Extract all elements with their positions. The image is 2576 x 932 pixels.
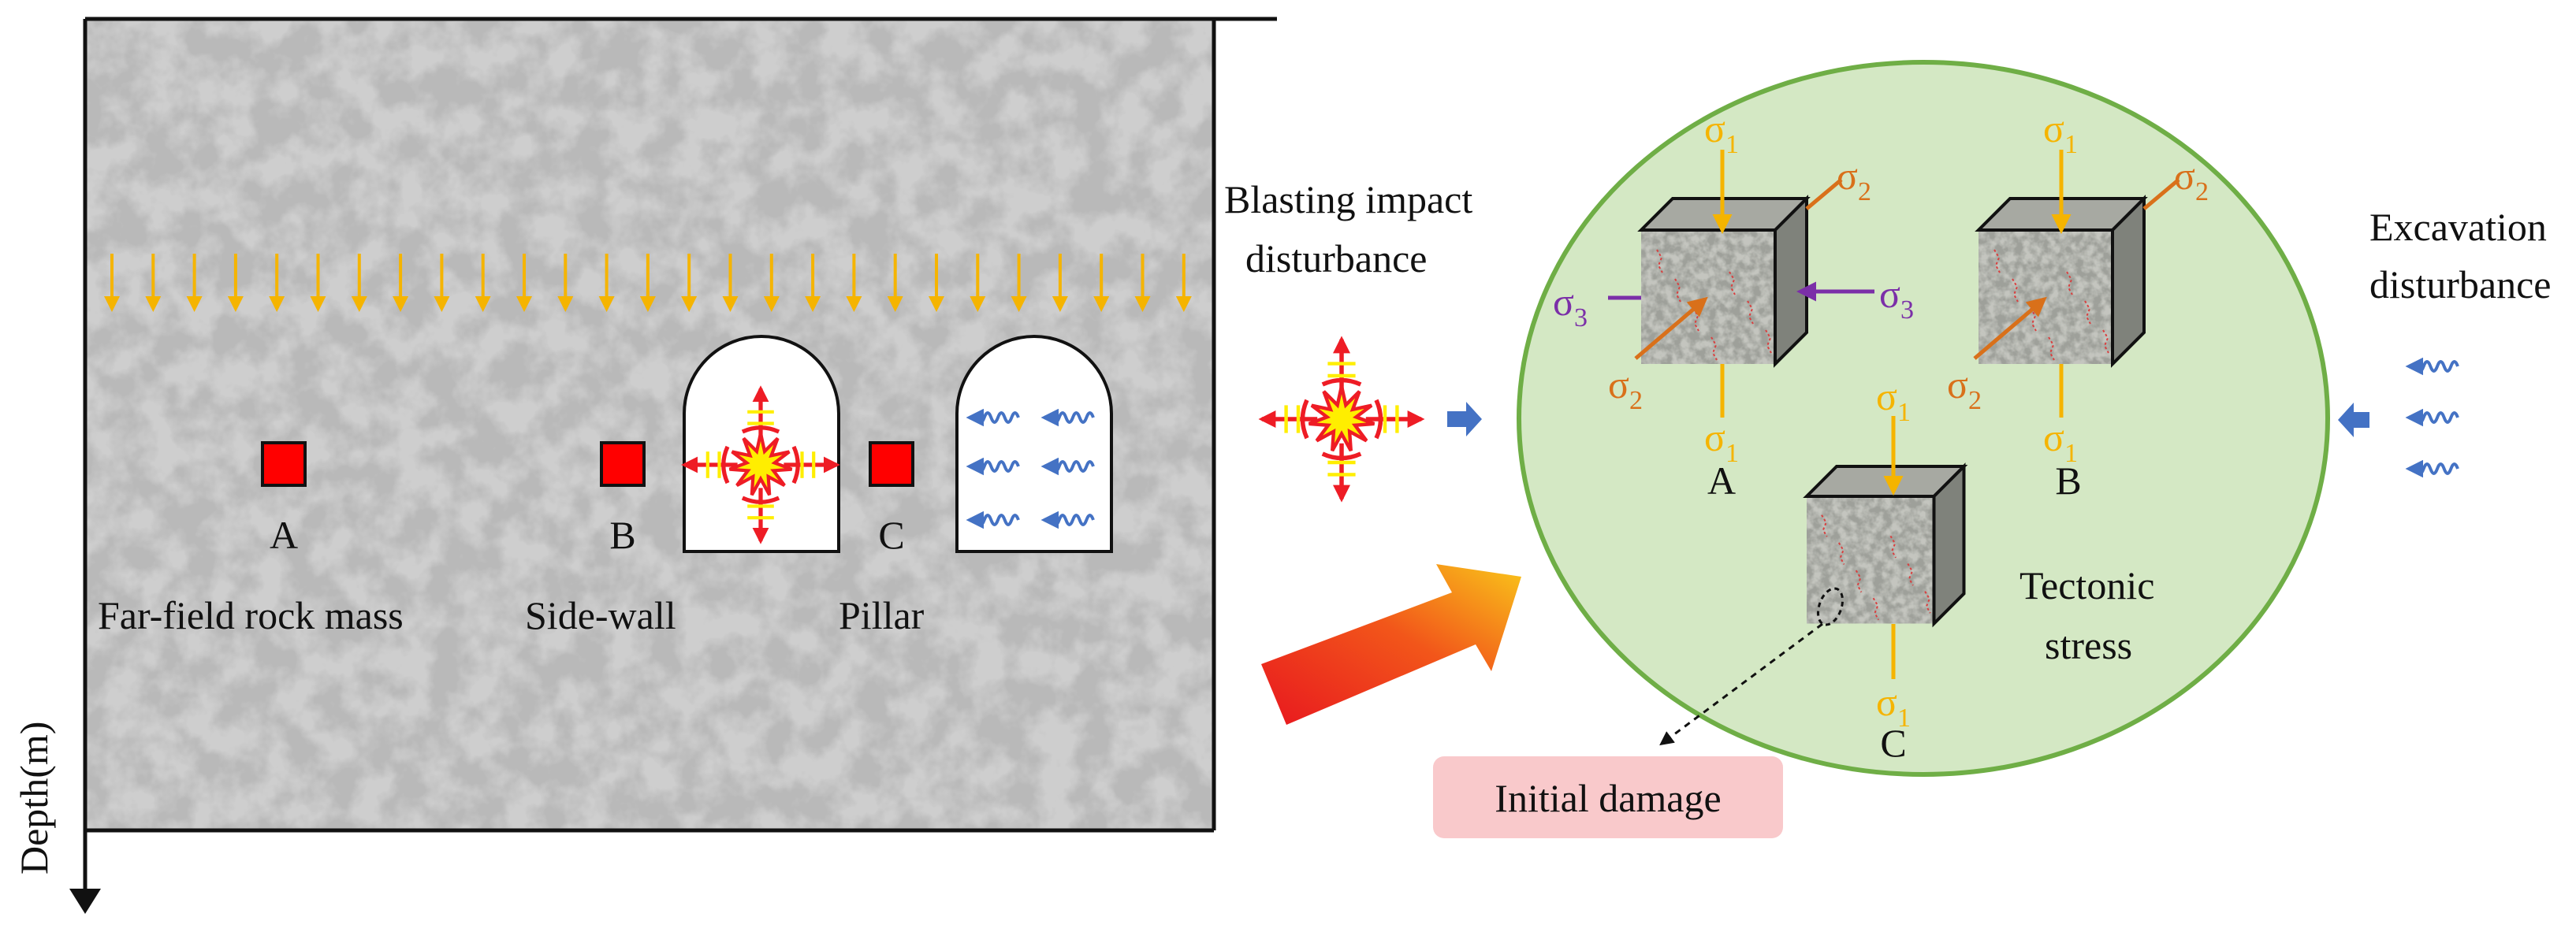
initial-damage-label: Initial damage [1495,776,1721,820]
initial-damage-box: Initial damage [1433,756,1783,838]
depth-axis-arrow-icon [69,889,101,914]
cube-front-face [1977,228,2114,366]
cube-side-face [1774,195,1808,368]
excavation-to-circle-arrow-icon [2338,403,2369,437]
excavation-label-line1: Excavation [2369,205,2547,249]
rock-cube-c [1803,462,1968,628]
tunnel-blasting [681,335,840,553]
wave-squiggle [976,514,1020,526]
blast-wavefront [1300,399,1309,440]
stress-arrow [1634,296,1708,360]
caption-pillar: Pillar [839,593,925,637]
rock-mass-panel: Depth(m) A B C Far-field rock mass Side-… [12,17,1277,914]
fracture-mark [1907,563,1914,586]
point-letter-b: B [609,513,635,557]
cube-label-b: B [2055,459,2081,503]
blast-star-icon [681,385,840,544]
stress-circle [1517,60,2330,777]
sigma-label: σ3 [1553,280,1588,332]
wave-squiggle [1051,411,1095,424]
overburden-stress-arrows [104,254,1192,312]
wave-squiggle [1051,514,1095,526]
depth-axis-label: Depth(m) [12,722,56,874]
fracture-mark [1924,591,1931,614]
initial-damage-background [1433,756,1783,838]
wave-squiggle [2415,411,2459,424]
blast-star [728,433,793,496]
fracture-mark [1855,570,1863,593]
damage-pointer-arrow [1659,622,1823,746]
point-letter-c: C [878,513,904,557]
caption-side-wall: Side-wall [525,593,676,637]
big-gradient-arrow-icon [1261,564,1521,725]
wave-squiggle [1051,460,1095,473]
tunnel-excavation [955,335,1113,553]
blasting-label-line1: Blasting impact [1224,177,1472,221]
blast-wavefront [741,425,780,434]
blasting-label-line2: disturbance [1245,236,1427,280]
cube-label-c: C [1880,721,1906,765]
wave-squiggle [976,411,1020,424]
blast-to-circle-arrow-icon [1447,402,1482,436]
blast-wavefront [1321,377,1362,387]
cube-label-a: A [1707,459,1736,503]
wave-squiggle [2415,462,2459,475]
fracture-mark [1837,542,1845,565]
stress-arrow [1973,296,2047,360]
excavation-disturbance-group: Excavation disturbance [2338,205,2551,478]
wave-arrow-group [966,408,1095,529]
blasting-disturbance-group: Blasting impact disturbance [1224,177,1482,503]
blast-wavefront [1374,399,1383,440]
cube-front-face [1640,228,1777,366]
cube-side-face [1932,462,1966,628]
blast-wavefront [1321,451,1362,461]
tunnel-outline [955,335,1113,553]
excavation-label-line2: disturbance [2369,262,2551,306]
blast-star-icon [1258,336,1425,503]
point-marker-a [261,441,307,487]
blast-wavefront [721,445,730,485]
point-marker-c [869,441,914,487]
point-marker-b [600,441,646,487]
caption-far-field: Far-field rock mass [98,593,404,637]
blast-wavefront [791,445,800,485]
wave-squiggle [976,460,1020,473]
wave-arrow-group [2405,357,2459,478]
cube-side-face [2111,195,2146,368]
rock-cube-b [1975,195,2148,368]
wave-squiggle [2415,360,2459,373]
stress-line [1805,178,1843,210]
point-letter-a: A [270,513,298,557]
tectonic-label-line1: Tectonic [2019,563,2154,607]
fracture-mark [1889,535,1897,559]
blast-star [1308,385,1375,452]
tectonic-label-line2: stress [2045,623,2132,667]
blast-wavefront [741,496,780,504]
cube-front-face [1805,495,1936,626]
fracture-mark [1821,514,1828,537]
fracture-mark [1872,597,1880,621]
stress-line [2142,178,2180,210]
